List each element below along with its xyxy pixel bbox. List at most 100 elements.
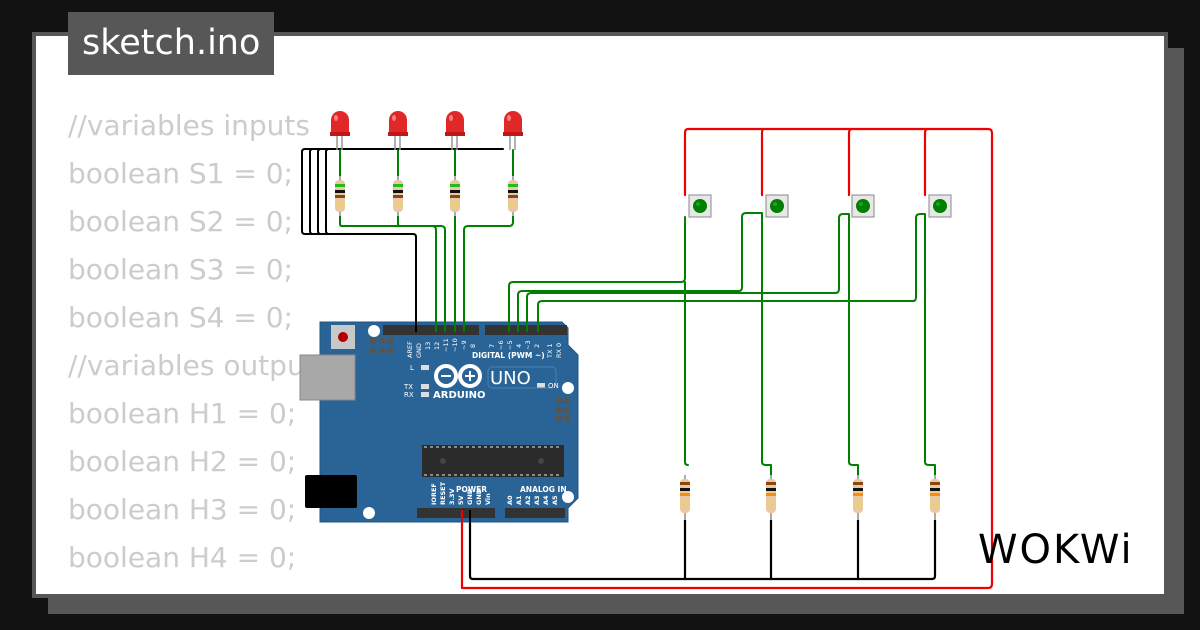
pushbutton-s3 <box>851 194 875 218</box>
led-l-label: L <box>410 364 414 372</box>
pushbutton-s2 <box>765 194 789 218</box>
code-line: boolean H4 = 0; <box>68 541 297 574</box>
resistor <box>766 475 776 520</box>
pin-label: 13 <box>424 342 432 350</box>
pin-label: ~9 <box>460 340 468 350</box>
board-model-label: UNO <box>490 368 531 389</box>
led-h2 <box>388 111 408 150</box>
wire-led-gnd <box>325 148 330 235</box>
resistor <box>853 475 863 520</box>
wire-led-4 <box>463 214 514 331</box>
power-header <box>417 508 495 518</box>
wire-btn-4 <box>537 213 936 476</box>
wire-btn-2 <box>517 212 772 476</box>
led-on-label: ON <box>548 382 559 390</box>
wire-5v-branch <box>923 127 930 197</box>
arduino-logo-icon <box>434 364 482 388</box>
pin-label: 3.3V <box>448 488 456 505</box>
board-brand-label: ARDUINO <box>433 390 485 401</box>
code-preview: //variables inputs boolean S1 = 0; boole… <box>68 102 330 582</box>
wire-led-gnd <box>317 148 322 235</box>
code-line: boolean S1 = 0; <box>68 157 293 190</box>
resistor <box>335 176 345 216</box>
wire-led-gnd <box>309 148 314 235</box>
wokwi-logo[interactable]: WOKWi <box>978 527 1134 573</box>
code-line: boolean S4 = 0; <box>68 301 293 334</box>
pin-label: 8 <box>469 344 477 348</box>
wire-btn-1 <box>508 216 686 331</box>
pin-label: A1 <box>515 495 523 505</box>
pin-label: RESET <box>439 481 447 505</box>
pushbutton-s1 <box>688 194 712 218</box>
pin-label: A0 <box>506 495 514 505</box>
digital-pin-labels: AREF GND 13 12 ~11 ~10 ~9 8 7 ~6 ~5 4 ~3… <box>406 338 563 359</box>
wire-5v-branch <box>760 127 766 197</box>
pin-label: Vin <box>484 493 492 505</box>
wire-gnd <box>468 513 937 581</box>
pin-label: 12 <box>433 342 441 350</box>
file-tab[interactable]: sketch.ino <box>68 12 275 75</box>
resistor <box>393 176 403 216</box>
led-h4 <box>503 111 523 150</box>
pin-label: GND <box>475 488 483 505</box>
wire-led-gnd <box>301 148 504 331</box>
wire-5v-branch <box>847 127 854 197</box>
code-line: //variables inputs <box>68 109 310 142</box>
pin-label: A2 <box>524 495 532 505</box>
wire-pin-ends <box>415 322 539 522</box>
wire-5v <box>460 127 994 590</box>
pin-label: ~5 <box>506 340 514 350</box>
resistor <box>450 176 460 216</box>
pin-label: GND <box>466 488 474 505</box>
preview-card <box>32 32 1168 598</box>
pin-label: ~3 <box>524 340 532 350</box>
analog-header-label: ANALOG IN <box>520 485 567 494</box>
led-rx-label: RX <box>404 391 414 399</box>
push-buttons <box>688 194 952 218</box>
wire-led-2 <box>397 214 446 331</box>
analog-header <box>505 508 565 518</box>
wire-led-1 <box>339 214 437 331</box>
code-line: boolean H3 = 0; <box>68 493 297 526</box>
code-line: boolean S3 = 0; <box>68 253 293 286</box>
pin-label: ~6 <box>497 340 505 350</box>
pin-label: RX 0 <box>555 343 563 358</box>
led-tx-label: TX <box>403 383 413 391</box>
pin-label: A4 <box>542 495 550 505</box>
pin-label: A5 <box>551 495 559 505</box>
power-pin-labels: IOREF RESET 3.3V 5V GND GND Vin A0 A1 A2… <box>430 481 559 505</box>
arduino-uno-board: UNO ARDUINO DIGITAL (PWM ~) POWER ANALOG… <box>299 321 579 523</box>
digital-header-left <box>383 325 479 335</box>
code-line: boolean S2 = 0; <box>68 205 293 238</box>
resistor <box>680 475 690 520</box>
led-h3 <box>445 111 465 150</box>
leds <box>330 111 523 150</box>
wire-btn-3 <box>526 213 859 476</box>
wires <box>301 127 994 590</box>
pin-label: A3 <box>533 495 541 505</box>
pin-label: IOREF <box>430 483 438 505</box>
pin-label: GND <box>415 343 423 358</box>
digital-header-label: DIGITAL (PWM ~) <box>472 351 545 360</box>
code-line: boolean H2 = 0; <box>68 445 297 478</box>
led-h1 <box>330 111 350 150</box>
pin-label: ~10 <box>451 338 459 352</box>
resistor <box>930 475 940 520</box>
pin-label: AREF <box>406 341 414 358</box>
power-header-label: POWER <box>456 485 487 494</box>
code-line: boolean H1 = 0; <box>68 397 297 430</box>
power-jack <box>305 475 357 508</box>
pushbutton-s4 <box>928 194 952 218</box>
wire-btn-1-down <box>684 281 689 466</box>
pin-label: TX 1 <box>546 343 554 359</box>
pin-label: ~11 <box>442 338 450 352</box>
usb-connector <box>299 354 356 401</box>
resistor <box>508 176 518 216</box>
led-resistors <box>335 176 518 216</box>
pin-label: 4 <box>515 344 523 348</box>
pin-label: 2 <box>533 344 541 348</box>
pin-label: 5V <box>457 495 465 505</box>
pin-label: 7 <box>488 344 496 348</box>
pulldown-resistors <box>680 475 940 520</box>
